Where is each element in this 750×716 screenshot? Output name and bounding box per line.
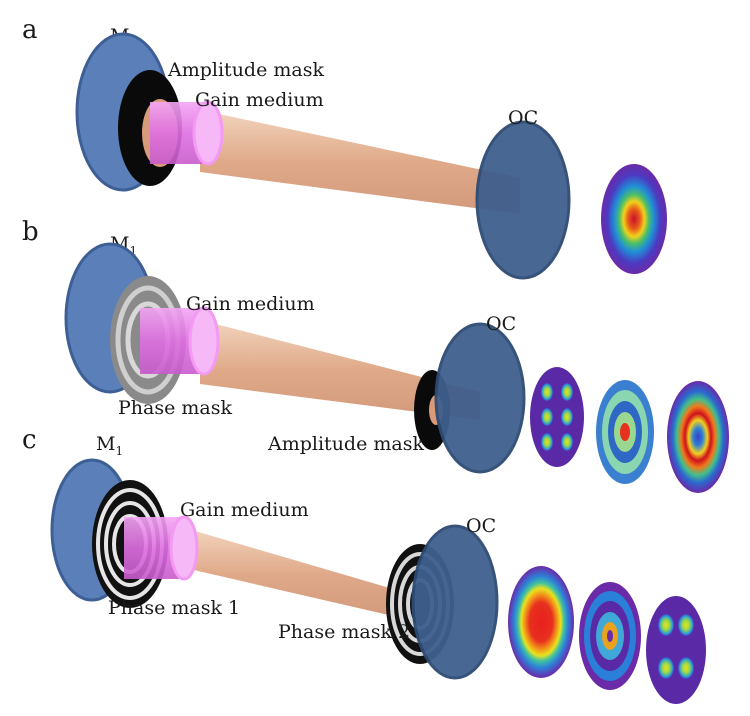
panel-b: b M1 OC Gain medium Phase mask Amplitude… <box>22 217 729 493</box>
panel-c-letter: c <box>22 425 37 455</box>
oc-label-c: OC <box>466 515 496 537</box>
oc-label-a: OC <box>508 107 538 129</box>
output-pattern-flat-top-c <box>508 566 574 678</box>
beam-a <box>200 110 520 214</box>
gain-medium-c-end <box>169 515 199 581</box>
rings-core <box>620 423 630 441</box>
output-coupler-a <box>475 120 571 280</box>
spot <box>658 657 674 679</box>
amplitude-mask-label-b: Amplitude mask <box>267 433 424 455</box>
spot <box>541 383 553 401</box>
spot <box>561 383 573 401</box>
panel-a: a M1 OC Amplitude mask Gain medium <box>22 15 667 280</box>
panel-b-letter: b <box>22 217 39 247</box>
spot <box>678 657 694 679</box>
panel-c-mirror-label: M1 <box>96 433 123 458</box>
gain-medium-label-b: Gain medium <box>186 293 315 315</box>
gain-medium-a-end <box>192 100 224 166</box>
output-pattern-gaussian-a <box>601 164 667 274</box>
output-pattern-rings-c <box>579 582 641 690</box>
gain-medium-label-c: Gain medium <box>180 499 309 521</box>
spot <box>541 408 553 426</box>
output-pattern-rings-b <box>596 380 654 484</box>
panel-c: c M1 OC Gain medium Phase mask 1 Phase m… <box>22 425 706 704</box>
gain-medium-b-end <box>188 306 220 376</box>
output-coupler-b <box>434 322 526 474</box>
spot <box>541 433 553 451</box>
rings-core <box>607 630 613 642</box>
spot <box>561 433 573 451</box>
panel-a-letter: a <box>22 15 38 45</box>
mirror-label-subscript: 1 <box>129 244 137 258</box>
beam-b <box>200 320 480 420</box>
phase-mask-1-label-c: Phase mask 1 <box>108 597 240 619</box>
output-pattern-spots-c <box>646 596 706 704</box>
output-pattern-spots-b <box>530 367 584 467</box>
spot <box>678 614 694 636</box>
output-coupler-c <box>411 524 499 680</box>
phase-mask-2-label-c: Phase mask 2 <box>278 621 410 643</box>
phase-mask-label-b: Phase mask <box>118 397 232 419</box>
output-pattern-donut-b <box>667 381 729 493</box>
amplitude-mask-label-a: Amplitude mask <box>167 59 324 81</box>
gain-medium-label-a: Gain medium <box>195 89 324 111</box>
mirror-label-subscript: 1 <box>115 444 123 458</box>
spot <box>561 408 573 426</box>
oc-label-b: OC <box>486 313 516 335</box>
beam-c <box>185 528 410 620</box>
spots-background <box>530 367 584 467</box>
mirror-label-m: M <box>96 433 115 455</box>
spot <box>658 614 674 636</box>
spots-background <box>646 596 706 704</box>
